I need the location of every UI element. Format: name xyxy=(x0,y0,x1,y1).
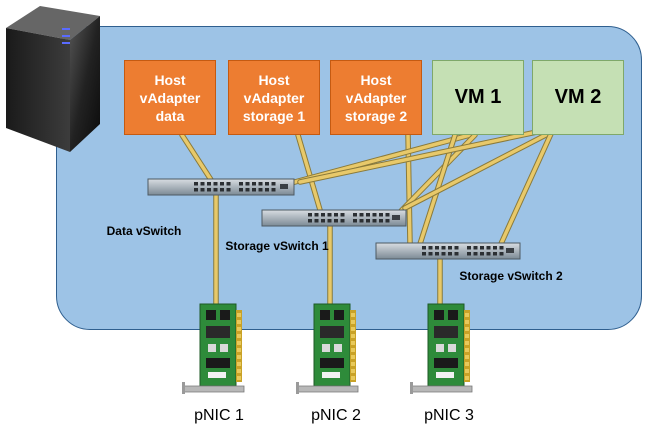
host-vadapter-data: Host vAdapter data xyxy=(124,60,216,135)
cable xyxy=(403,123,567,210)
nic-group xyxy=(182,303,473,394)
pnic-2-label: pNIC 2 xyxy=(311,407,361,424)
storage-vswitch-1-label: Storage vSwitch 1 xyxy=(225,239,329,253)
cable xyxy=(298,123,572,184)
pnic-3-label: pNIC 3 xyxy=(424,407,474,424)
storage-vswitch-2-label: Storage vSwitch 2 xyxy=(459,269,563,283)
pnic-1-label: pNIC 1 xyxy=(194,407,244,424)
server-icon xyxy=(6,6,100,152)
host-vadapter-storage-2: Host vAdapter storage 2 xyxy=(330,60,422,135)
data-vswitch-label: Data vSwitch xyxy=(106,224,182,238)
switch-group xyxy=(147,178,521,260)
data-vswitch-icon xyxy=(147,178,295,196)
cable xyxy=(296,133,322,212)
vm-1: VM 1 xyxy=(432,60,524,135)
cable xyxy=(180,133,217,188)
pnic-1-card-icon xyxy=(182,303,245,394)
vm-2: VM 2 xyxy=(532,60,624,135)
pnic-3-card-icon xyxy=(410,303,473,394)
host-vadapter-storage-1: Host vAdapter storage 1 xyxy=(228,60,320,135)
storage-vswitch-1-icon xyxy=(261,209,407,227)
pnic-2-card-icon xyxy=(296,303,359,394)
storage-vswitch-2-icon xyxy=(375,242,521,260)
cable-group xyxy=(179,122,573,311)
cable xyxy=(498,123,557,248)
